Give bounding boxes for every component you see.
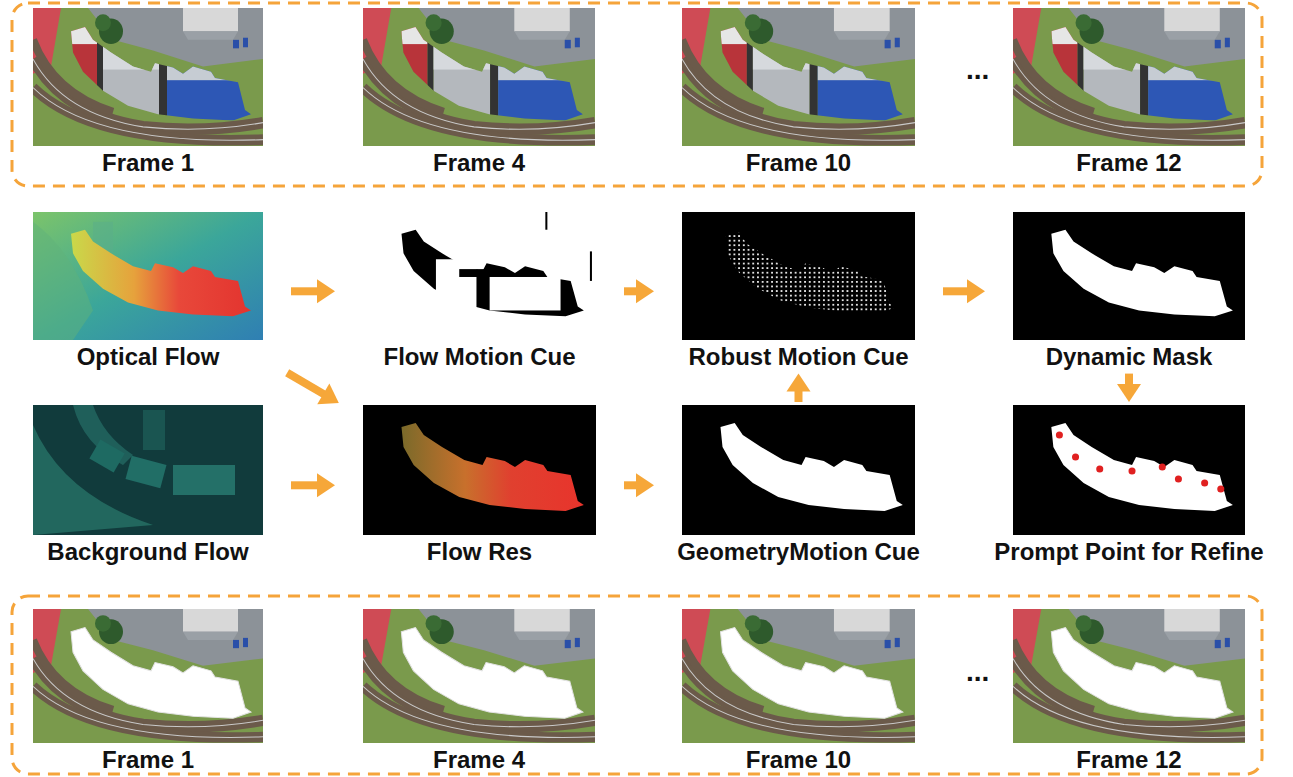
masked-frame bbox=[363, 609, 595, 743]
panel-caption: Optical Flow bbox=[77, 343, 220, 371]
masked-frame bbox=[682, 609, 915, 743]
video-frame bbox=[33, 8, 263, 146]
prompt-point-image bbox=[1013, 405, 1245, 535]
dashed-frame-group bbox=[12, 3, 1262, 186]
background-flow-image bbox=[33, 405, 263, 535]
arrow-head bbox=[967, 279, 985, 303]
arrow-shaft bbox=[291, 481, 319, 489]
flow-arrow bbox=[624, 279, 654, 303]
dynamic-mask-image bbox=[1013, 212, 1245, 340]
arrow-head bbox=[1117, 384, 1141, 402]
panel-caption: Flow Res bbox=[427, 538, 532, 566]
image-panel: Frame 12 bbox=[1013, 609, 1245, 774]
arrow-head bbox=[787, 374, 811, 392]
arrow-head bbox=[636, 473, 654, 497]
panel-caption: Frame 4 bbox=[433, 746, 525, 774]
video-frame bbox=[363, 8, 595, 146]
image-area bbox=[1013, 8, 1245, 146]
image-area bbox=[363, 405, 596, 535]
arrow-shaft bbox=[287, 373, 325, 395]
panel-caption: Frame 12 bbox=[1076, 746, 1181, 774]
optical-flow-image bbox=[33, 212, 263, 340]
panel-caption: Robust Motion Cue bbox=[689, 343, 909, 371]
flow-motion-cue-image bbox=[363, 212, 596, 340]
arrow-shaft bbox=[291, 287, 319, 295]
panel-caption: GeometryMotion Cue bbox=[677, 538, 920, 566]
image-panel: Frame 12 bbox=[1013, 8, 1245, 177]
panel-caption: Frame 10 bbox=[746, 149, 851, 177]
arrow-shaft bbox=[624, 481, 638, 489]
arrow-head bbox=[317, 384, 339, 405]
image-panel: Background Flow bbox=[33, 405, 263, 566]
image-area bbox=[682, 212, 915, 340]
image-area bbox=[1013, 609, 1245, 743]
flow-residual-image bbox=[363, 405, 596, 535]
image-panel: Frame 1 bbox=[33, 609, 263, 774]
panel-caption: Frame 1 bbox=[102, 149, 194, 177]
arrow-head bbox=[317, 473, 335, 497]
image-area bbox=[1013, 212, 1245, 340]
video-frame bbox=[682, 8, 915, 146]
ellipsis-label: ... bbox=[966, 56, 989, 84]
flow-arrow bbox=[287, 373, 339, 405]
panel-caption: Prompt Point for Refine bbox=[994, 538, 1263, 566]
image-area bbox=[1013, 405, 1245, 535]
flow-arrow bbox=[291, 473, 335, 497]
image-panel: Robust Motion Cue bbox=[682, 212, 915, 371]
panel-caption: Frame 4 bbox=[433, 149, 525, 177]
flow-arrow bbox=[624, 473, 654, 497]
panel-caption: Flow Motion Cue bbox=[384, 343, 576, 371]
panel-caption: Dynamic Mask bbox=[1046, 343, 1213, 371]
image-panel: Frame 10 bbox=[682, 609, 915, 774]
image-panel: Flow Motion Cue bbox=[363, 212, 596, 371]
image-panel: Frame 10 bbox=[682, 8, 915, 177]
image-area bbox=[33, 212, 263, 340]
robust-motion-cue-image bbox=[682, 212, 915, 340]
image-panel: Optical Flow bbox=[33, 212, 263, 371]
image-area bbox=[682, 8, 915, 146]
geometry-motion-cue-image bbox=[682, 405, 915, 535]
panel-caption: Background Flow bbox=[47, 538, 248, 566]
image-panel: Prompt Point for Refine bbox=[1013, 405, 1245, 566]
image-panel: Frame 4 bbox=[363, 609, 595, 774]
masked-frame bbox=[33, 609, 263, 743]
image-panel: Frame 1 bbox=[33, 8, 263, 177]
panel-caption: Frame 12 bbox=[1076, 149, 1181, 177]
image-area bbox=[363, 212, 596, 340]
image-area bbox=[33, 609, 263, 743]
flow-arrow bbox=[1117, 374, 1141, 402]
image-panel: GeometryMotion Cue bbox=[682, 405, 915, 566]
arrow-shaft bbox=[943, 287, 969, 295]
dashed-frame-group bbox=[12, 596, 1262, 774]
masked-frame bbox=[1013, 609, 1245, 743]
arrow-head bbox=[636, 279, 654, 303]
image-panel: Flow Res bbox=[363, 405, 596, 566]
image-panel: Frame 4 bbox=[363, 8, 595, 177]
image-area bbox=[33, 405, 263, 535]
panel-caption: Frame 10 bbox=[746, 746, 851, 774]
arrow-shaft bbox=[624, 287, 638, 295]
flow-arrow bbox=[943, 279, 985, 303]
image-area bbox=[33, 8, 263, 146]
image-area bbox=[682, 405, 915, 535]
image-area bbox=[363, 8, 595, 146]
image-area bbox=[363, 609, 595, 743]
flow-arrow bbox=[787, 374, 811, 402]
image-area bbox=[682, 609, 915, 743]
flow-arrow bbox=[291, 279, 335, 303]
arrow-head bbox=[317, 279, 335, 303]
ellipsis-label: ... bbox=[966, 658, 989, 686]
panel-caption: Frame 1 bbox=[102, 746, 194, 774]
video-frame bbox=[1013, 8, 1245, 146]
image-panel: Dynamic Mask bbox=[1013, 212, 1245, 371]
